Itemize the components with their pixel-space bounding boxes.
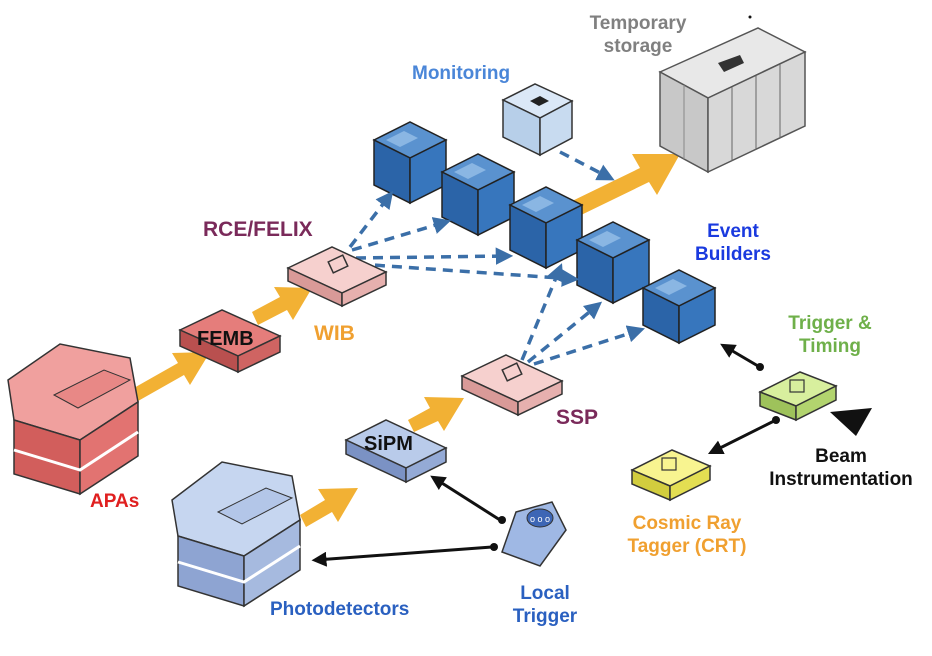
flow-arrow-apa-femb [125, 352, 210, 405]
link-rce-eb1 [348, 190, 394, 249]
event-builder-cube-1 [372, 121, 448, 205]
event-builder-cube-4 [575, 221, 651, 305]
link-rce-eb3 [355, 247, 514, 265]
temporary-storage-server [658, 15, 807, 174]
photodetector-block [171, 461, 301, 608]
apa-block [7, 343, 139, 496]
svg-text:o o o: o o o [530, 514, 550, 524]
label-beam-instrumentation: Beam Instrumentation [769, 446, 913, 490]
event-builder-cubes [372, 121, 717, 345]
crt-device [630, 449, 712, 502]
link-ssp-eb5 [533, 325, 645, 366]
link-local-sipm [430, 475, 501, 522]
label-temporary-storage: Temporary storage [589, 13, 687, 57]
link-monitoring [559, 150, 615, 181]
label-sipm: SiPM [364, 433, 413, 455]
flow-arrow-femb-wib [252, 287, 312, 325]
ssp-board [460, 354, 564, 417]
flow-arrow-sipm-ssp [408, 397, 464, 432]
black-links [311, 343, 780, 567]
link-trigger-eb [720, 343, 759, 368]
link-ssp-eb3 [520, 263, 564, 361]
event-builder-cube-2 [440, 153, 516, 237]
event-builder-cube-3 [508, 186, 584, 270]
label-ssp: SSP [556, 406, 599, 429]
beam-pointer-icon [830, 408, 872, 436]
sipm-board [344, 419, 448, 484]
label-apas: APAs [90, 491, 140, 512]
label-monitoring: Monitoring [412, 63, 511, 84]
label-cosmic-ray-tagger: Cosmic Ray Tagger (CRT) [627, 513, 747, 557]
label-event-builders: Event Builders [694, 221, 772, 265]
local-trigger-device: o o o [501, 501, 567, 567]
label-photodetectors: Photodetectors [270, 599, 410, 620]
label-rce-felix: RCE/FELIX [203, 218, 313, 241]
event-builder-cube-5 [641, 269, 717, 345]
label-wib: WIB [314, 322, 355, 345]
flow-arrows [125, 154, 680, 527]
link-rce-eb4 [357, 262, 580, 287]
femb-board [178, 309, 282, 374]
label-femb: FEMB [197, 328, 254, 350]
flow-arrow-photo-sipm [300, 488, 358, 527]
link-trigger-crt [707, 418, 777, 455]
link-ssp-eb4 [526, 301, 603, 364]
label-local-trigger: Local Trigger [512, 583, 578, 627]
dashed-data-links [348, 150, 645, 366]
rce-felix-board [286, 246, 388, 308]
flow-arrow-to-storage [568, 154, 680, 217]
monitoring-cube [501, 83, 574, 157]
trigger-timing-device [758, 371, 838, 422]
link-local-photo [311, 545, 493, 567]
label-trigger-timing: Trigger & Timing [788, 313, 872, 357]
